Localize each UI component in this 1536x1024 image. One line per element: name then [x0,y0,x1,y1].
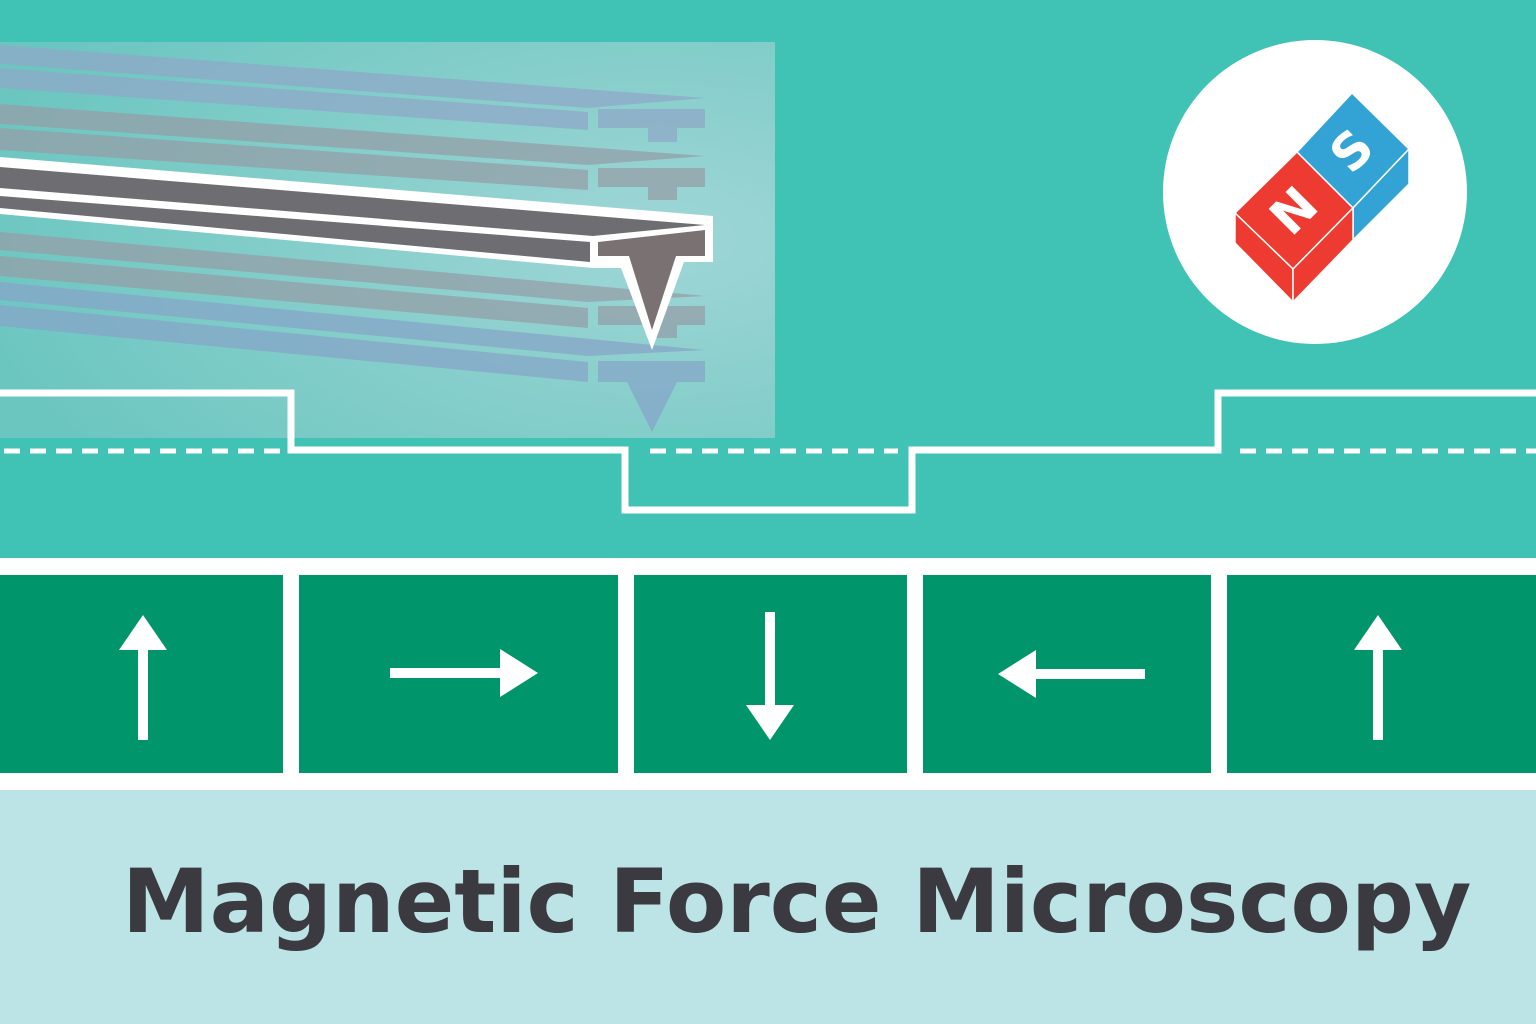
arrow-right-icon [390,649,538,697]
magnetic-tip [598,230,705,330]
arrow-left-icon [998,650,1145,698]
cantilever [0,157,713,350]
magnetization-arrows [119,612,1402,740]
caption-band [0,790,1536,1024]
arrow-up-icon [119,615,167,740]
ghost-cantilevers [0,45,705,432]
arrow-down-icon [746,612,794,740]
magnet-icon: N S [1163,40,1467,344]
tip-trajectory-line [0,389,1536,514]
diagram-title: Magnetic Force Microscopy [122,850,1471,953]
arrow-up-icon [1354,615,1402,740]
cantilever-panel [0,42,775,438]
